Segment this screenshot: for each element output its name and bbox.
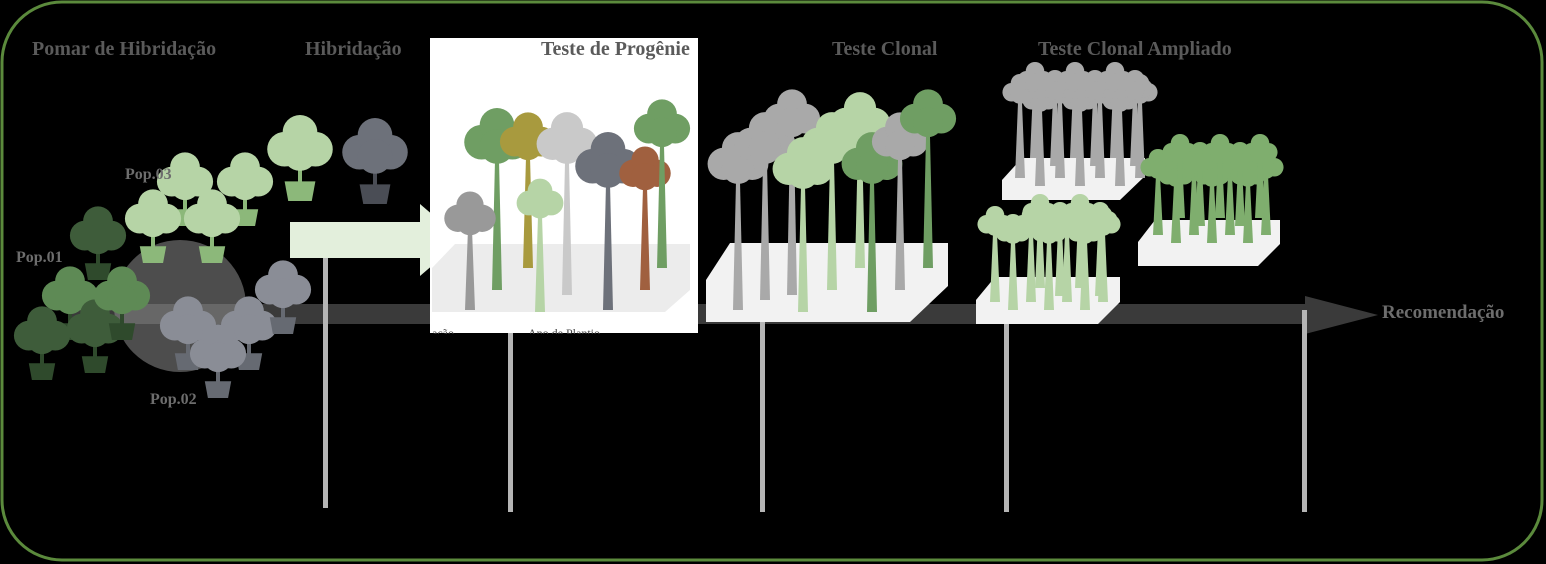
tree-icon (734, 112, 796, 300)
tree-crown-icon (763, 89, 821, 138)
tree-crown-icon (267, 115, 333, 171)
pop02-label: Pop.02 (150, 391, 197, 408)
tree-crown-icon (1082, 201, 1118, 232)
tree-crown-icon (575, 132, 641, 188)
tree-crown-icon (254, 260, 312, 309)
tree-crown-icon (899, 89, 957, 138)
stage-title-pomar: Pomar de Hibridação (32, 38, 217, 60)
stage-title-clonal: Teste Clonal (832, 38, 938, 60)
tree-icon (633, 99, 691, 268)
tree-icon (1082, 201, 1118, 296)
tree-crown-icon (41, 266, 99, 315)
tree-crown-icon (536, 112, 598, 164)
tree-crown-icon (124, 189, 182, 238)
tree-crown-icon (1117, 69, 1153, 100)
tree-crown-icon (1242, 133, 1278, 164)
tree-icon (575, 132, 641, 310)
tree-icon (1242, 133, 1278, 218)
potted-seedling-icon (183, 189, 241, 263)
tree-crown-icon (189, 324, 247, 373)
tree-crown-icon (829, 92, 891, 144)
tree-crown-icon (216, 152, 274, 201)
stage-title-hibridacao: Hibridação (305, 38, 402, 60)
tree-icon (899, 89, 957, 268)
potted-seedling-icon (124, 189, 182, 263)
hybridization-arrow (290, 204, 462, 276)
tree-crown-icon (342, 118, 408, 174)
tree-icon (619, 146, 671, 290)
potted-seedling-icon (93, 266, 151, 340)
potted-seedling-icon (189, 324, 247, 398)
potted-seedling-icon (13, 306, 71, 380)
potted-seedling-icon (41, 266, 99, 340)
partial-label-1: ação (432, 326, 454, 334)
tree-crown-icon (444, 191, 496, 236)
partial-label-2: Ano de Plantio (528, 326, 600, 334)
pop03-label: Pop.03 (125, 166, 172, 183)
timeline-tick (323, 248, 328, 508)
tree-crown-icon (69, 206, 127, 255)
tree-crown-icon (734, 112, 796, 164)
potted-seedling-icon (156, 152, 214, 226)
tree-icon (841, 132, 903, 312)
tree-crown-icon (619, 146, 671, 191)
potted-seedling-icon (267, 115, 333, 201)
recommendation-label: Recomendação (1382, 302, 1505, 323)
pop01-label: Pop.01 (16, 249, 63, 266)
potted-seedling-icon (69, 206, 127, 280)
tree-icon (829, 92, 891, 268)
tree-crown-icon (13, 306, 71, 355)
tree-crown-icon (516, 178, 564, 219)
timeline-tick (508, 312, 513, 512)
tree-icon (1117, 69, 1153, 166)
stage-title-ampliado: Teste Clonal Ampliado (1038, 38, 1232, 60)
tree-icon (516, 178, 564, 312)
timeline-tick (760, 312, 765, 512)
timeline-tick (1004, 312, 1009, 512)
tree-icon (536, 112, 598, 295)
tree-icon (444, 191, 496, 310)
potted-seedling-icon (216, 152, 274, 226)
potted-seedling-icon (342, 118, 408, 204)
tree-crown-icon (93, 266, 151, 315)
tree-crown-icon (633, 99, 691, 148)
tree-crown-icon (156, 152, 214, 201)
tree-crown-icon (841, 132, 903, 184)
timeline-tick (1302, 310, 1307, 512)
tree-crown-icon (183, 189, 241, 238)
potted-seedling-icon (254, 260, 312, 334)
timeline-arrowhead (1305, 296, 1378, 334)
tree-icon (763, 89, 821, 295)
stage-title-progenie: Teste de Progênie (541, 38, 690, 60)
